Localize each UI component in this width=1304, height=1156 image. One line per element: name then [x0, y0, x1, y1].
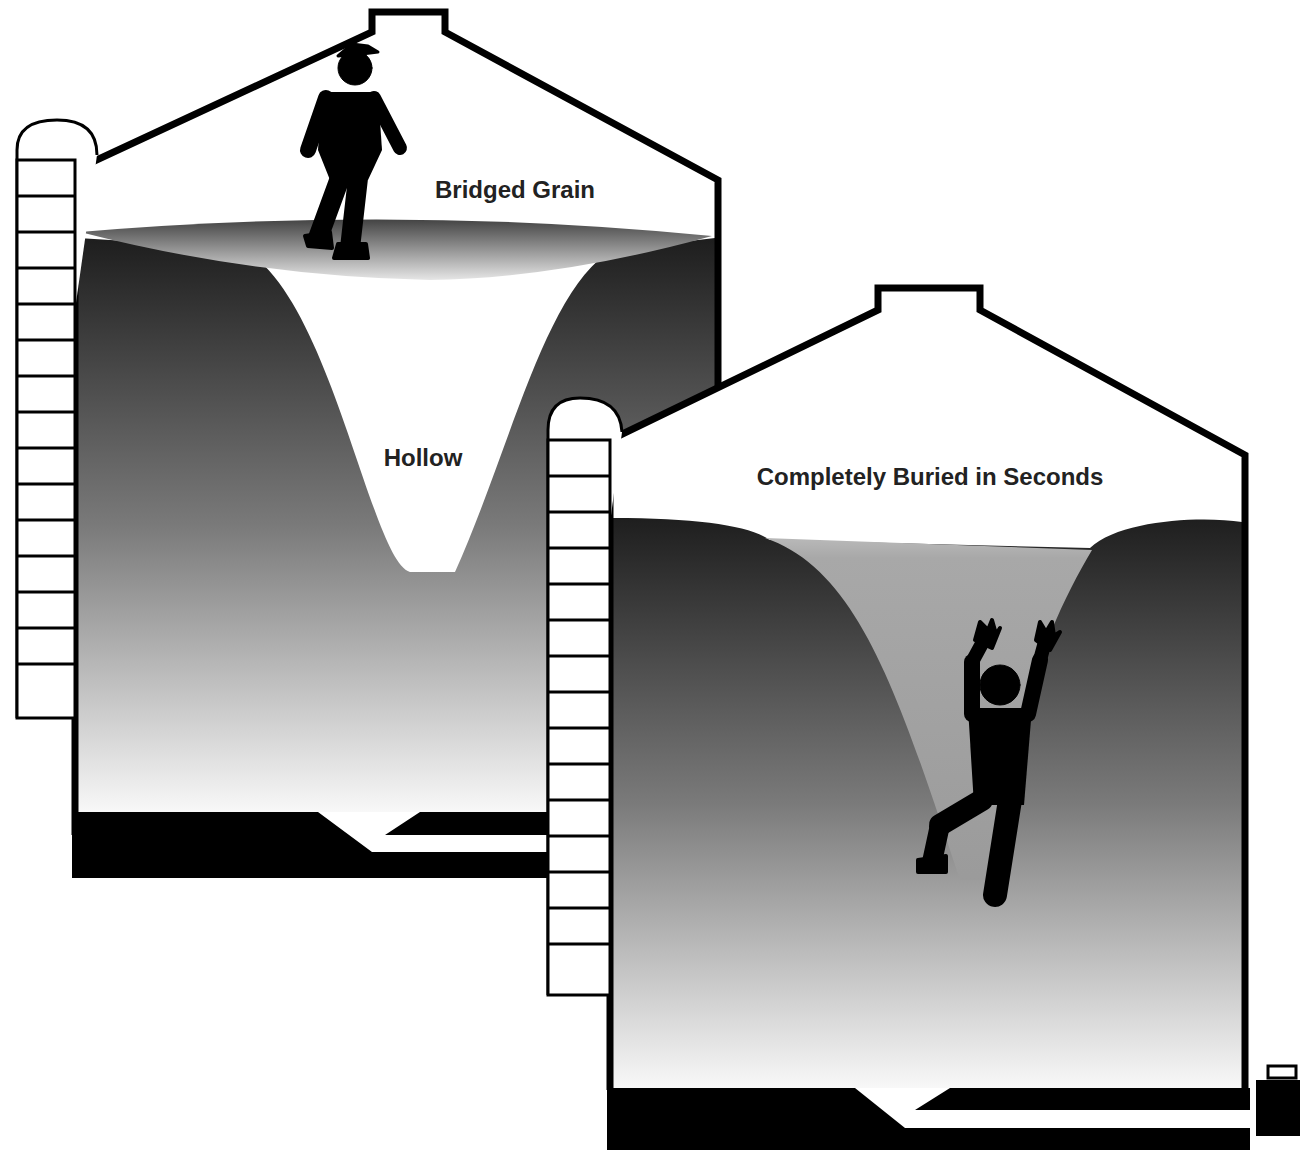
grain-fill [613, 518, 1242, 1088]
right-bin [548, 288, 1300, 1150]
bin-base [72, 812, 612, 878]
buried-person [918, 620, 1060, 895]
bin-base [607, 1088, 1250, 1150]
label-text: Completely Buried in Seconds [757, 463, 1104, 491]
floor-channel [855, 1088, 1250, 1128]
bridged-crust [80, 219, 712, 280]
label-text: Hollow [384, 444, 463, 472]
ladder [548, 398, 622, 995]
label-text: Bridged Grain [435, 176, 595, 204]
grain-funnel [765, 538, 1092, 880]
bin-outline [610, 288, 1245, 1090]
ladder [17, 120, 97, 718]
walking-person [305, 44, 400, 258]
bin-interior [610, 310, 1245, 1090]
unload-pump [1256, 1066, 1300, 1136]
